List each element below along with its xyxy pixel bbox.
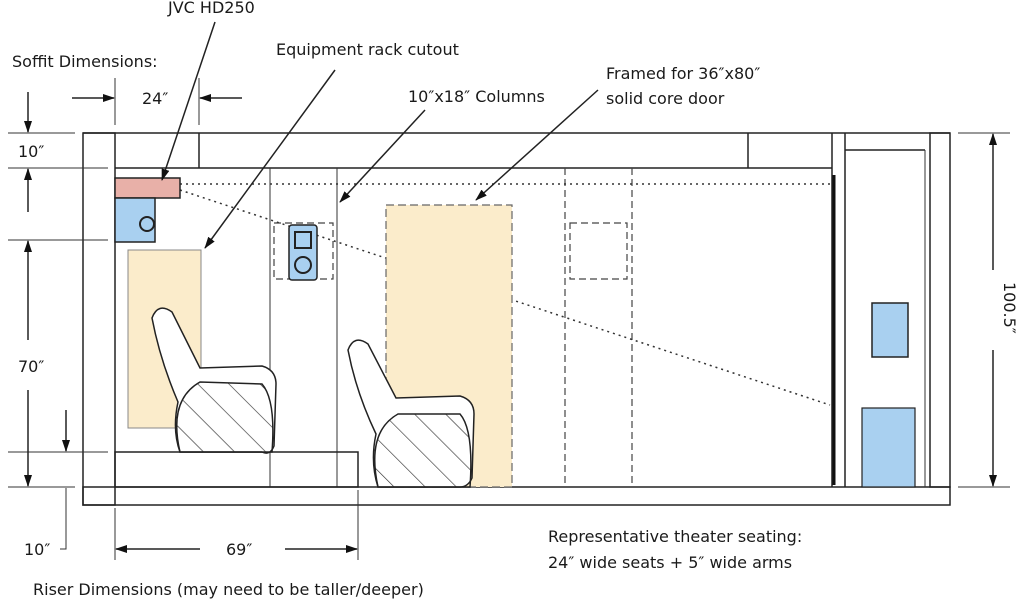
- leader-columns: [339, 109, 426, 203]
- projector: [114, 177, 181, 243]
- chair-side: [176, 381, 274, 453]
- projector-icon: [114, 177, 181, 199]
- equipment-detail: [139, 216, 155, 232]
- dim-leader: [60, 488, 67, 550]
- leader-projector: [161, 21, 216, 181]
- soffit-width-dim: 24″: [142, 89, 168, 108]
- floor-slab: [82, 486, 951, 506]
- speaker-detail: [294, 256, 312, 274]
- left-wall: [82, 132, 116, 506]
- dimensions: [8, 78, 1010, 560]
- rear-equipment: [861, 302, 916, 488]
- speaker-detail: [294, 231, 312, 249]
- equipment-icon: [114, 197, 156, 243]
- soffit-height-dim: 10″: [18, 142, 44, 161]
- column-speaker: [288, 224, 318, 281]
- riser-label: Riser Dimensions (may need to be taller/…: [33, 580, 424, 599]
- columns-label: 10″x18″ Columns: [408, 87, 545, 106]
- equipment-rack-label: Equipment rack cutout: [276, 40, 459, 59]
- wall-height-dim: 70″: [18, 357, 44, 376]
- leader-rack: [204, 69, 336, 249]
- room-height-dim: 100.5″: [1000, 282, 1019, 334]
- room-structure: [82, 132, 951, 506]
- column-speaker-cutout: [569, 222, 628, 280]
- projector-label: JVC HD250: [167, 0, 255, 17]
- leader-door: [475, 89, 599, 201]
- equipment-icon: [871, 302, 909, 358]
- seating-label-line1: Representative theater seating:: [548, 527, 802, 546]
- recliner-2: [347, 339, 475, 488]
- right-wall: [929, 132, 951, 488]
- seating-label-line2: 24″ wide seats + 5″ wide arms: [548, 553, 792, 572]
- riser-depth-dim: 69″: [226, 540, 252, 559]
- riser-height-dim: 10″: [24, 540, 50, 559]
- riser: [114, 451, 359, 488]
- door-label-line2: solid core door: [606, 89, 725, 108]
- soffit-title: Soffit Dimensions:: [12, 52, 158, 71]
- subwoofer-icon: [861, 407, 916, 488]
- chair-side: [374, 413, 472, 488]
- recliner-1: [151, 307, 277, 454]
- door-label-line1: Framed for 36″x80″: [606, 64, 760, 83]
- speaker-icon: [288, 224, 318, 281]
